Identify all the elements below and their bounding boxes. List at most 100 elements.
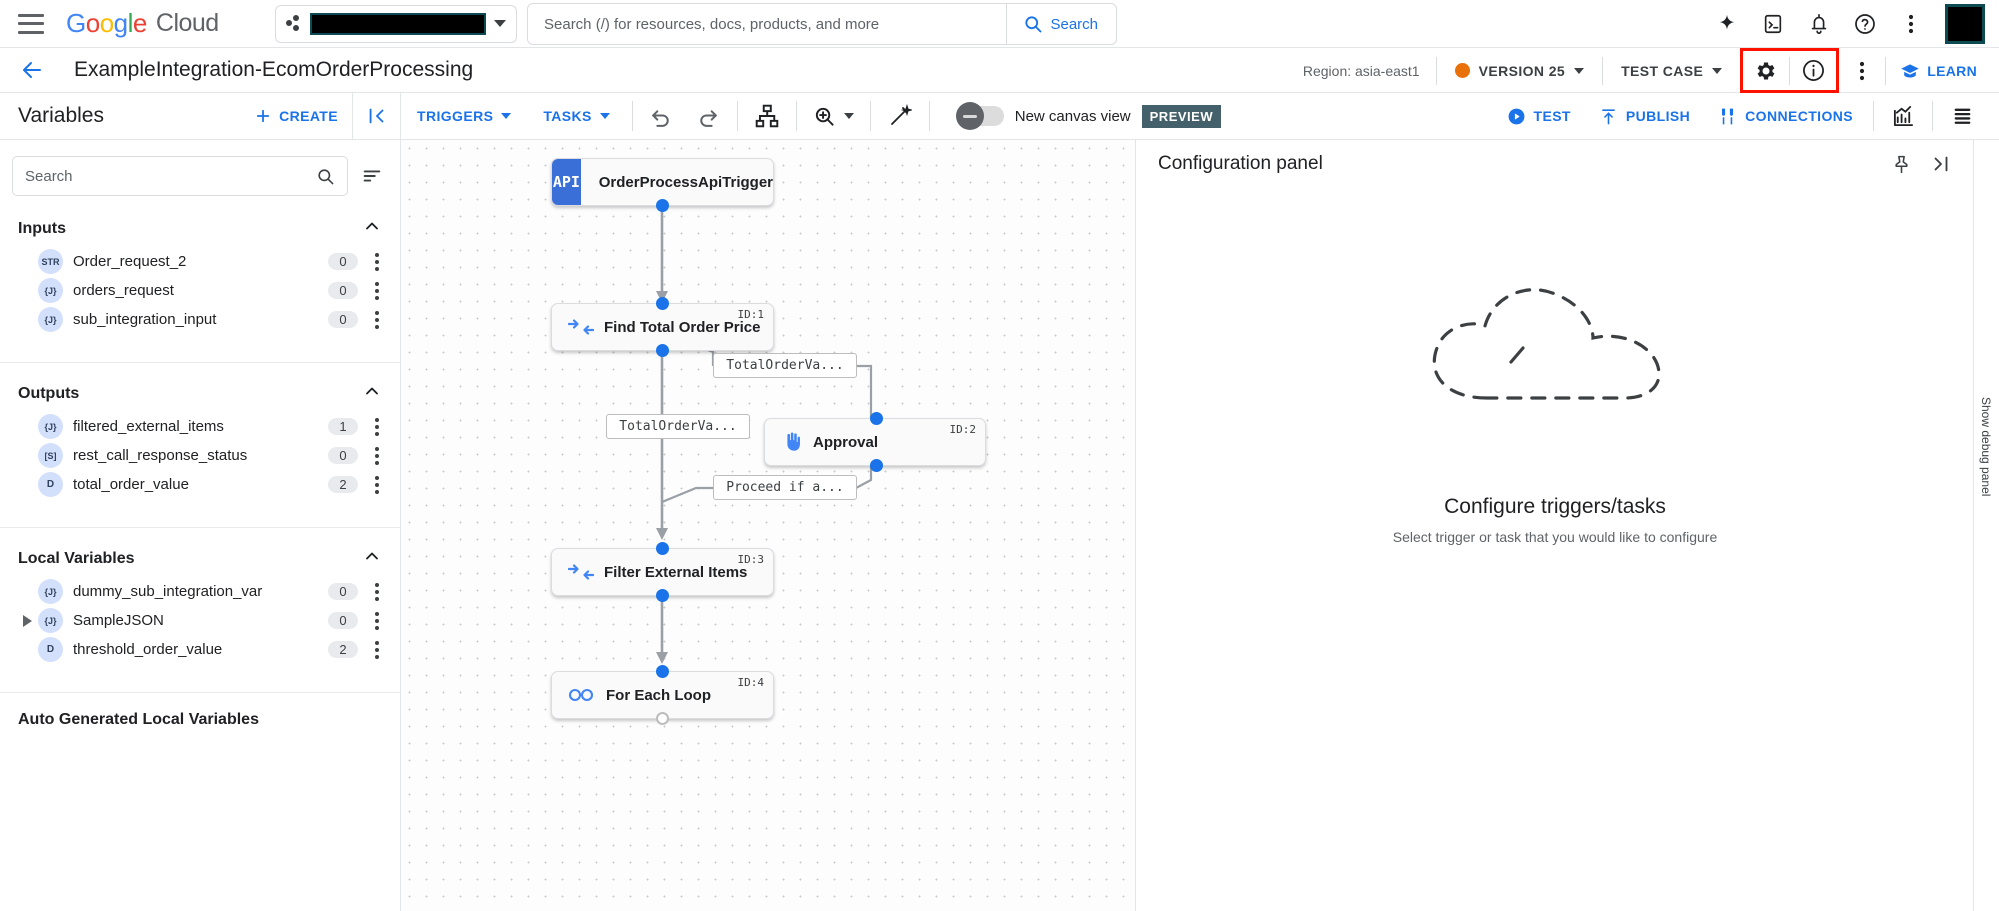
connections-button[interactable]: CONNECTIONS [1704,107,1867,126]
learn-button[interactable]: LEARN [1886,61,1999,81]
chevron-up-icon[interactable] [362,381,382,406]
node-output-port[interactable] [656,589,669,602]
variable-row[interactable]: D threshold_order_value 2 [0,635,400,664]
variable-row[interactable]: D total_order_value 2 [0,470,400,499]
cloud-shell-icon[interactable] [1753,4,1793,44]
divider [0,527,400,528]
divider [736,101,738,131]
undo-icon[interactable] [639,93,685,139]
node-approval[interactable]: Approval ID:2 [764,412,986,472]
infinity-loop-icon [568,687,596,703]
group-header-auto-generated[interactable]: Auto Generated Local Variables [0,693,400,735]
variable-row[interactable]: [S] rest_call_response_status 0 [0,441,400,470]
row-more-icon[interactable] [366,475,388,494]
variable-row[interactable]: {J} orders_request 0 [0,276,400,305]
project-selector[interactable] [274,4,517,43]
logs-list-icon[interactable] [1939,93,1985,139]
divider [869,101,871,131]
data-mapping-icon [568,318,594,336]
search-icon [318,168,334,184]
expand-triangle-icon[interactable] [18,614,38,627]
chevron-up-icon[interactable] [362,216,382,241]
user-avatar[interactable] [1945,4,1985,44]
gemini-sparkle-icon[interactable] [1707,4,1747,44]
variable-row[interactable]: {J} dummy_sub_integration_var 0 [0,577,400,606]
triggers-dropdown[interactable]: TRIGGERS [401,108,527,124]
gear-icon[interactable] [1743,48,1789,93]
node-output-port[interactable] [870,459,883,472]
hamburger-menu-icon[interactable] [18,13,44,34]
node-filter-external-items[interactable]: Filter External Items ID:3 [551,542,774,602]
global-search-bar[interactable]: Search (/) for resources, docs, products… [527,3,1117,45]
variable-count: 0 [328,282,358,299]
publish-button[interactable]: PUBLISH [1585,107,1704,126]
auto-layout-icon[interactable] [744,93,790,139]
search-input[interactable]: Search [12,156,348,196]
notifications-bell-icon[interactable] [1799,4,1839,44]
analytics-chart-icon[interactable] [1880,93,1926,139]
variable-row[interactable]: STR Order_request_2 0 [0,247,400,276]
chevron-up-icon[interactable] [362,546,382,571]
node-label: For Each Loop [606,686,711,704]
row-more-icon[interactable] [366,582,388,601]
tasks-dropdown[interactable]: TASKS [527,108,625,124]
row-more-icon[interactable] [366,281,388,300]
test-case-dropdown[interactable]: TEST CASE [1603,63,1740,79]
more-vert-icon[interactable] [1891,4,1931,44]
expand-panel-icon[interactable] [1921,144,1961,184]
version-dropdown[interactable]: VERSION 25 [1437,63,1602,79]
test-button[interactable]: TEST [1493,107,1585,126]
node-find-total-order-price[interactable]: Find Total Order Price ID:1 [551,297,774,357]
row-more-icon[interactable] [366,446,388,465]
row-more-icon[interactable] [366,417,388,436]
variable-row[interactable]: {J} SampleJSON 0 [0,606,400,635]
node-input-port[interactable] [870,412,883,425]
new-canvas-view-toggle-group: New canvas view PREVIEW [955,102,1222,130]
group-header-local-variables[interactable]: Local Variables [0,528,400,577]
group-header-outputs[interactable]: Outputs [0,363,400,412]
version-label: VERSION 25 [1478,62,1566,79]
variable-name: rest_call_response_status [73,447,248,464]
row-more-icon[interactable] [366,611,388,630]
new-canvas-view-toggle[interactable] [955,102,1004,130]
row-more-icon[interactable] [366,252,388,271]
collapse-panel-icon[interactable] [352,93,400,140]
info-circle-icon[interactable] [1790,48,1836,93]
node-input-port[interactable] [656,665,669,678]
node-order-process-api-trigger[interactable]: API OrderProcessApiTrigger [551,158,774,212]
row-more-icon[interactable] [366,310,388,329]
row-more-icon[interactable] [366,640,388,659]
node-input-port[interactable] [656,542,669,555]
node-for-each-loop[interactable]: For Each Loop ID:4 [551,665,774,725]
group-title: Inputs [18,219,66,237]
edge-label[interactable]: Proceed if a... [713,475,857,500]
node-output-port[interactable] [656,712,669,725]
zoom-icon[interactable] [803,93,864,139]
variable-count: 0 [328,311,358,328]
search-input[interactable]: Search (/) for resources, docs, products… [544,15,880,33]
search-button[interactable]: Search [1006,4,1116,44]
pin-icon[interactable] [1881,144,1921,184]
edge-label[interactable]: TotalOrderVa... [713,353,857,378]
node-output-port[interactable] [656,199,669,212]
edge-label[interactable]: TotalOrderVa... [606,414,750,439]
magic-wand-icon[interactable] [877,93,923,139]
node-input-port[interactable] [656,297,669,310]
variable-row[interactable]: {J} filtered_external_items 1 [0,412,400,441]
create-variable-button[interactable]: CREATE [254,107,338,125]
debug-panel-strip[interactable]: Show debug panel [1973,140,1999,911]
toggle-knob [955,102,984,130]
back-arrow-icon[interactable] [14,52,50,88]
node-output-port[interactable] [656,344,669,357]
more-vert-icon[interactable] [1839,48,1885,93]
help-question-icon[interactable] [1845,4,1885,44]
chevron-down-icon [843,113,854,119]
top-bar-actions [1707,0,1985,48]
sort-icon[interactable] [358,162,386,190]
node-label: Find Total Order Price [604,318,761,336]
integration-canvas[interactable]: API OrderProcessApiTrigger Find Total Or… [401,140,1135,911]
redo-icon[interactable] [685,93,731,139]
group-header-inputs[interactable]: Inputs [0,206,400,247]
variable-row[interactable]: {J} sub_integration_input 0 [0,305,400,334]
